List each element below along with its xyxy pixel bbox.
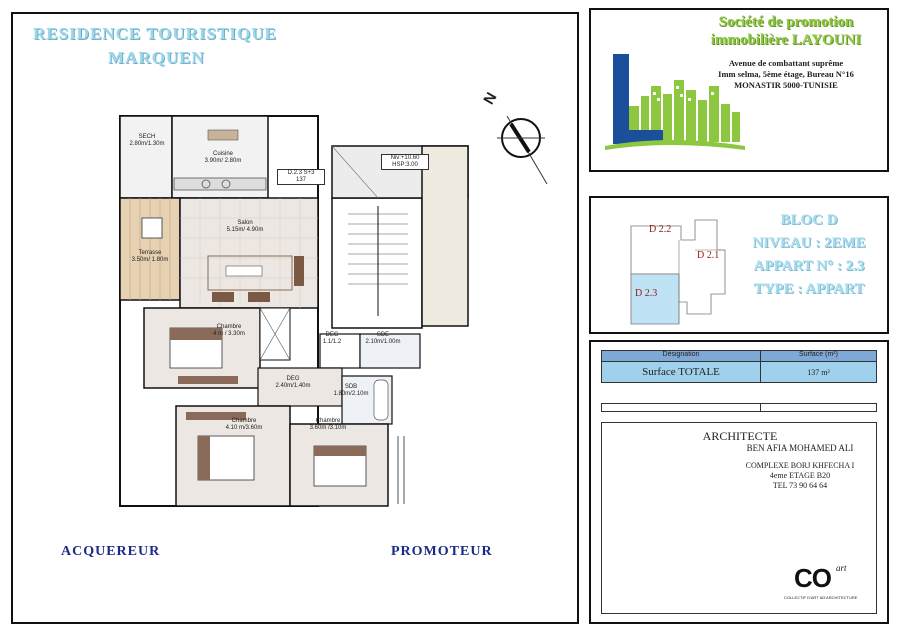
bloc-key-d22: D 2.2 bbox=[649, 224, 672, 235]
room-deg-2-dims: 2.40m/1.40m bbox=[275, 383, 311, 390]
company-name-line2: immobilière LAYOUNI bbox=[710, 32, 862, 48]
room-chambre-2: Chambre 4.10 m/3.60m bbox=[209, 418, 279, 432]
bloc-key-d21: D 2.1 bbox=[697, 250, 720, 261]
floor-plan bbox=[108, 106, 478, 516]
room-chambre-1: Chambre 4 m / 3.30m bbox=[199, 324, 259, 338]
company-address-line1: Avenue de combattant suprême bbox=[728, 58, 844, 68]
plan-frame: RESIDENCE TOURISTIQUE MARQUEN N bbox=[11, 12, 579, 624]
level-tag-line2: HSP:3.00 bbox=[392, 162, 418, 169]
bloc-line1: BLOC D bbox=[780, 212, 838, 228]
room-deg-1: DEG 1.1/1.2 bbox=[317, 332, 347, 346]
room-chambre-3: Chambre 3.60m /3.10m bbox=[293, 418, 363, 432]
bloc-frame: D 2.2 D 2.1 D 2.3 BLOC D NIVEAU : 2EME A… bbox=[589, 196, 889, 334]
header-surface: Surface (m²) bbox=[799, 351, 838, 358]
room-sech: SECH 2.80m/1.30m bbox=[121, 134, 173, 148]
bloc-line4: TYPE : APPART bbox=[753, 281, 865, 297]
room-salon-dims: 5.15m/ 4.90m bbox=[226, 227, 264, 234]
room-chambre-2-dims: 4.10 m/3.60m bbox=[225, 425, 263, 432]
company-frame: L Société de promotion immobilière LAYOU… bbox=[589, 8, 889, 172]
room-sdb: SDB 1.80m/2.10m bbox=[329, 384, 373, 398]
room-deg-1-dims: 1.1/1.2 bbox=[322, 339, 342, 346]
room-deg-2: DEG 2.40m/1.40m bbox=[263, 376, 323, 390]
room-cuisine-dims: 3.90m/ 2.80m bbox=[204, 158, 242, 165]
room-cuisine-name: Cuisine bbox=[212, 151, 233, 157]
room-sdb-dims: 1.80m/2.10m bbox=[333, 391, 369, 398]
architect-title: ARCHITECTE bbox=[702, 429, 778, 443]
room-chambre-3-name: Chambre bbox=[315, 418, 341, 424]
architect-address-line2: 4eme ETAGE B20 bbox=[769, 471, 831, 480]
room-deg-1-name: DEG bbox=[325, 332, 339, 338]
room-sde-name: SDE bbox=[376, 332, 390, 338]
room-chambre-1-name: Chambre bbox=[216, 324, 242, 330]
empty-row bbox=[601, 403, 877, 412]
row-label: Surface TOTALE bbox=[602, 362, 761, 382]
room-sdb-name: SDB bbox=[344, 384, 358, 390]
company-address-line2: Imm selma, 5ème étage, Bureau N°16 bbox=[718, 69, 854, 79]
room-sech-dims: 2.80m/1.30m bbox=[129, 141, 165, 148]
acquereur-label: ACQUEREUR bbox=[61, 544, 161, 559]
room-cuisine: Cuisine 3.90m/ 2.80m bbox=[183, 151, 263, 165]
promoteur-label: PROMOTEUR bbox=[391, 544, 493, 559]
surface-table-header: Désignation Surface (m²) bbox=[601, 350, 877, 362]
room-sde: SDE 2.10m/1.00m bbox=[353, 332, 413, 346]
architect-box: ARCHITECTE BEN AFIA MOHAMED ALI COMPLEXE… bbox=[601, 422, 877, 614]
bloc-key-plan bbox=[621, 216, 731, 328]
room-deg-2-name: DEG bbox=[286, 376, 300, 382]
architect-logo: CO art COLLECTIF D'ART &D'ARCHITECTURE bbox=[784, 563, 864, 605]
project-title-line2: MARQUEN bbox=[108, 48, 205, 67]
company-logo bbox=[599, 46, 749, 156]
room-chambre-3-dims: 3.60m /3.10m bbox=[309, 425, 347, 432]
architect-logo-suffix: art bbox=[836, 563, 847, 573]
architect-address-line1: COMPLEXE BORJ KHFECHA I bbox=[745, 461, 855, 470]
surface-table: Désignation Surface (m²) Surface TOTALE … bbox=[601, 350, 877, 412]
bloc-line2: NIVEAU : 2EME bbox=[752, 235, 866, 251]
row-value: 137 m² bbox=[807, 367, 830, 377]
project-title-line1: RESIDENCE TOURISTIQUE bbox=[33, 24, 277, 43]
info-frame: Désignation Surface (m²) Surface TOTALE … bbox=[589, 340, 889, 624]
company-address-line3: MONASTIR 5000-TUNISIE bbox=[734, 80, 838, 90]
room-terrasse: Terrasse 3.50m/ 1.80m bbox=[120, 250, 180, 264]
level-tag: Niv:+10.60 HSP:3.00 bbox=[381, 154, 429, 171]
surface-row: Surface TOTALE 137 m² bbox=[601, 362, 877, 383]
bloc-line3: APPART N° : 2.3 bbox=[753, 258, 865, 274]
room-salon-name: Salon bbox=[237, 220, 253, 226]
compass-icon bbox=[481, 86, 561, 186]
architect-tel: TEL 73 90 64 64 bbox=[772, 481, 828, 490]
bloc-key-d23: D 2.3 bbox=[635, 288, 658, 299]
company-name-line1: Société de promotion bbox=[718, 14, 854, 30]
room-terrasse-name: Terrasse bbox=[138, 250, 162, 256]
apartment-tag: D.2.3 S+3 137 bbox=[277, 169, 325, 186]
apartment-tag-line2: 137 bbox=[295, 177, 306, 184]
room-chambre-1-dims: 4 m / 3.30m bbox=[213, 331, 245, 338]
room-chambre-2-name: Chambre bbox=[231, 418, 257, 424]
room-salon: Salon 5.15m/ 4.90m bbox=[205, 220, 285, 234]
architect-name: BEN AFIA MOHAMED ALI bbox=[746, 443, 854, 453]
level-tag-line1: Niv:+10.60 bbox=[390, 155, 420, 161]
room-sech-name: SECH bbox=[138, 134, 156, 140]
architect-logo-text: CO bbox=[794, 563, 832, 593]
header-designation: Désignation bbox=[602, 351, 761, 361]
room-sde-dims: 2.10m/1.00m bbox=[365, 339, 401, 346]
apartment-tag-line1: D.2.3 S+3 bbox=[287, 170, 315, 176]
room-terrasse-dims: 3.50m/ 1.80m bbox=[131, 257, 169, 264]
architect-logo-caption: COLLECTIF D'ART &D'ARCHITECTURE bbox=[784, 595, 858, 600]
